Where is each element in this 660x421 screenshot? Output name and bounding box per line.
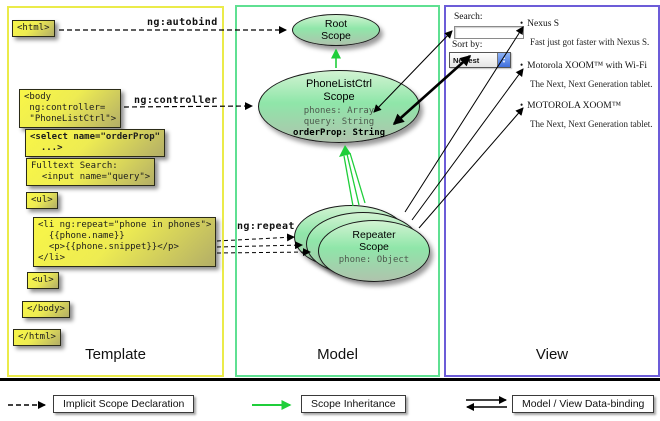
- phone-list-item: •Motorola XOOM™ with Wi-Fi The Next, Nex…: [520, 60, 656, 89]
- code-html-close: </html>: [13, 329, 61, 346]
- phone-list-item: •MOTOROLA XOOM™ The Next, Next Generatio…: [520, 100, 656, 129]
- code-fulltext-search: Fulltext Search: <input name="query">: [26, 158, 156, 186]
- sort-by-selected-value: Newest: [453, 55, 480, 65]
- search-input[interactable]: [454, 26, 524, 39]
- bullet-icon: •: [520, 18, 524, 28]
- phone-list-item: •Nexus S Fast just got faster with Nexus…: [520, 18, 656, 47]
- code-body-close: </body>: [22, 301, 70, 318]
- repeater-scope-prop: phone: Object: [338, 255, 410, 265]
- phone-name: MOTOROLA XOOM™: [527, 101, 622, 111]
- select-stepper-icon: ▲▼: [497, 53, 510, 67]
- model-column: [235, 5, 440, 377]
- code-body-open: <body ng:controller= "PhoneListCtrl">: [19, 89, 122, 128]
- code-select: <select name="orderProp" ...>: [25, 129, 166, 157]
- template-column-label: Template: [85, 346, 146, 363]
- phone-snippet: Fast just got faster with Nexus S.: [530, 37, 650, 47]
- bullet-icon: •: [520, 100, 524, 110]
- bullet-icon: •: [520, 60, 524, 70]
- ng-repeat-label: ng:repeat: [237, 221, 295, 232]
- ng-autobind-label: ng:autobind: [147, 17, 218, 28]
- phonelistctrl-scope-orderprop: orderProp: String: [292, 128, 386, 138]
- root-scope-title: Root Scope: [321, 18, 351, 42]
- phone-snippet: The Next, Next Generation tablet.: [530, 119, 653, 129]
- legend-divider: [0, 378, 660, 381]
- legend-double-arrow-icon: [466, 396, 507, 411]
- legend-implicit-scope-declaration: Implicit Scope Declaration: [53, 395, 195, 413]
- sort-by-label: Sort by:: [452, 40, 483, 50]
- view-column-label: View: [535, 346, 569, 363]
- code-ul-open: <ul>: [26, 192, 58, 209]
- phonelistctrl-scope-ellipse: PhoneListCtrl Scope phones: Array query:…: [258, 70, 420, 143]
- code-html-open: <html>: [12, 20, 55, 37]
- legend-scope-inheritance: Scope Inheritance: [301, 395, 406, 413]
- repeater-scope-ellipse-front: Repeater Scope phone: Object: [318, 220, 430, 282]
- root-scope-ellipse: Root Scope: [292, 14, 380, 46]
- code-ul-close: <ul>: [27, 272, 59, 289]
- phone-name: Nexus S: [527, 19, 560, 29]
- sort-by-select[interactable]: Newest ▲▼: [449, 52, 511, 68]
- phonelistctrl-scope-title: PhoneListCtrl Scope: [305, 78, 373, 103]
- phone-name: Motorola XOOM™ with Wi-Fi: [527, 61, 648, 71]
- phone-snippet: The Next, Next Generation tablet.: [530, 79, 653, 89]
- legend-model-view-data-binding: Model / View Data-binding: [512, 395, 655, 413]
- ng-controller-label: ng:controller: [134, 95, 218, 106]
- search-label: Search:: [454, 12, 483, 22]
- code-li-repeat: <li ng:repeat="phone in phones"> {{phone…: [33, 217, 217, 267]
- model-column-label: Model: [317, 346, 358, 363]
- repeater-scope-title: Repeater Scope: [352, 229, 396, 253]
- phonelistctrl-scope-props: phones: Array query: String: [303, 106, 375, 127]
